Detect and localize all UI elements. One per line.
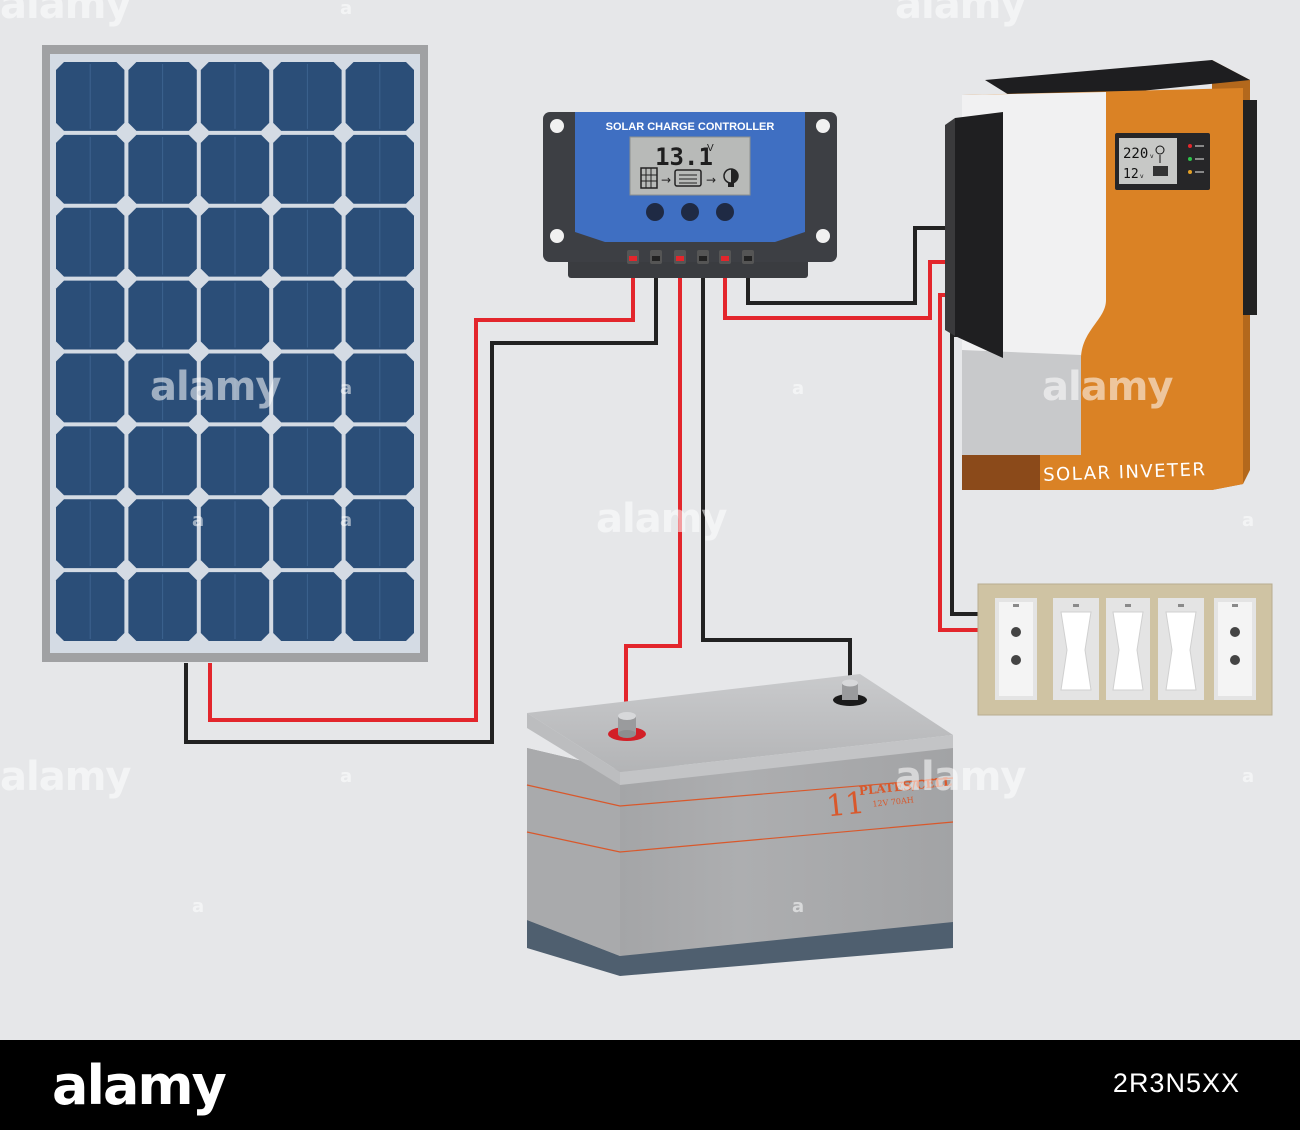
solar-panel-cells bbox=[56, 62, 414, 641]
panel-positive-wire bbox=[208, 262, 635, 722]
controller-button-1[interactable] bbox=[646, 203, 664, 221]
controller-title: SOLAR CHARGE CONTROLLER bbox=[606, 121, 775, 133]
solar-inverter: SOLAR INVETER 220 v 12 v bbox=[945, 60, 1257, 490]
switch-3[interactable] bbox=[1158, 598, 1204, 700]
footer-logo[interactable]: alamy bbox=[52, 1054, 227, 1117]
inverter-positive-wire bbox=[723, 260, 960, 320]
charge-controller: SOLAR CHARGE CONTROLLER 13.1 V → → bbox=[543, 112, 837, 278]
switch-2[interactable] bbox=[1106, 598, 1150, 700]
lcd-battery-icon bbox=[674, 169, 702, 187]
diagram-canvas: SOLAR CHARGE CONTROLLER 13.1 V → → bbox=[0, 0, 1273, 976]
controller-button-2[interactable] bbox=[681, 203, 699, 221]
inverter-led-amber bbox=[1188, 170, 1192, 174]
controller-terminals bbox=[627, 250, 754, 264]
watermark-text: alamy bbox=[895, 754, 1026, 800]
socket-left[interactable] bbox=[995, 598, 1037, 700]
inverter-lcd-line1: 220 bbox=[1123, 146, 1148, 162]
watermark-a-mark: a bbox=[340, 378, 352, 399]
footer-image-id: 2R3N5XX bbox=[1112, 1068, 1240, 1098]
inverter-side-block bbox=[955, 112, 1003, 358]
watermark-a-mark: a bbox=[1242, 510, 1254, 531]
battery: 11 PLATES/CELL 12V 70AH bbox=[526, 674, 954, 976]
battery-label-number: 11 bbox=[825, 786, 867, 825]
inverter-lcd-line1-unit: v bbox=[1150, 153, 1154, 160]
switch-1[interactable] bbox=[1053, 598, 1099, 700]
watermark-a-mark: a bbox=[792, 378, 804, 399]
watermark-a-mark: a bbox=[340, 0, 352, 19]
battery-negative-wire bbox=[701, 262, 852, 690]
watermark-a-mark: a bbox=[792, 896, 804, 917]
inverter-led-red bbox=[1188, 144, 1192, 148]
battery-positive-wire bbox=[624, 262, 682, 728]
inverter-led-green bbox=[1188, 157, 1192, 161]
battery-positive-terminal bbox=[608, 712, 646, 741]
battery-negative-terminal bbox=[833, 679, 867, 706]
watermark-text: alamy bbox=[895, 0, 1026, 28]
watermark-text: alamy bbox=[596, 496, 727, 542]
battery-label-spec: 12V 70AH bbox=[872, 795, 914, 808]
inverter-lcd-line2: 12 bbox=[1123, 167, 1139, 182]
inverter-negative-wire bbox=[746, 226, 960, 305]
watermark-text: alamy bbox=[150, 364, 281, 410]
watermark-a-mark: a bbox=[1242, 766, 1254, 787]
footer-bar: alamy 2R3N5XX bbox=[0, 1040, 1300, 1130]
watermark-text: alamy bbox=[0, 754, 131, 800]
socket-right[interactable] bbox=[1214, 598, 1256, 700]
watermark-a-mark: a bbox=[192, 896, 204, 917]
panel-negative-wire bbox=[184, 262, 658, 744]
watermarks: alamy alamy alamy alamy alamy alamy alam… bbox=[0, 0, 1254, 917]
outlet-panel bbox=[977, 583, 1273, 716]
battery-stripe-bottom bbox=[526, 821, 954, 853]
watermark-text: alamy bbox=[1042, 364, 1173, 410]
inverter-lcd-icons bbox=[1153, 145, 1168, 176]
lcd-arrow-icon: → bbox=[706, 173, 716, 187]
inverter-top bbox=[985, 60, 1250, 103]
watermark-a-mark: a bbox=[340, 766, 352, 787]
battery-front bbox=[527, 745, 953, 956]
battery-stripe-top bbox=[526, 777, 954, 807]
lcd-panel-icon bbox=[640, 167, 658, 189]
lcd-arrow-icon: → bbox=[661, 173, 671, 187]
inverter-lcd-line2-unit: v bbox=[1140, 173, 1144, 180]
lcd-bulb-icon bbox=[723, 168, 739, 187]
watermark-text: alamy bbox=[0, 0, 131, 28]
controller-voltage-reading: 13.1 bbox=[655, 143, 713, 171]
watermark-a-mark: a bbox=[340, 510, 352, 531]
controller-voltage-unit: V bbox=[707, 143, 714, 154]
watermark-a-mark: a bbox=[192, 510, 204, 531]
solar-panel bbox=[42, 45, 428, 662]
controller-button-3[interactable] bbox=[716, 203, 734, 221]
